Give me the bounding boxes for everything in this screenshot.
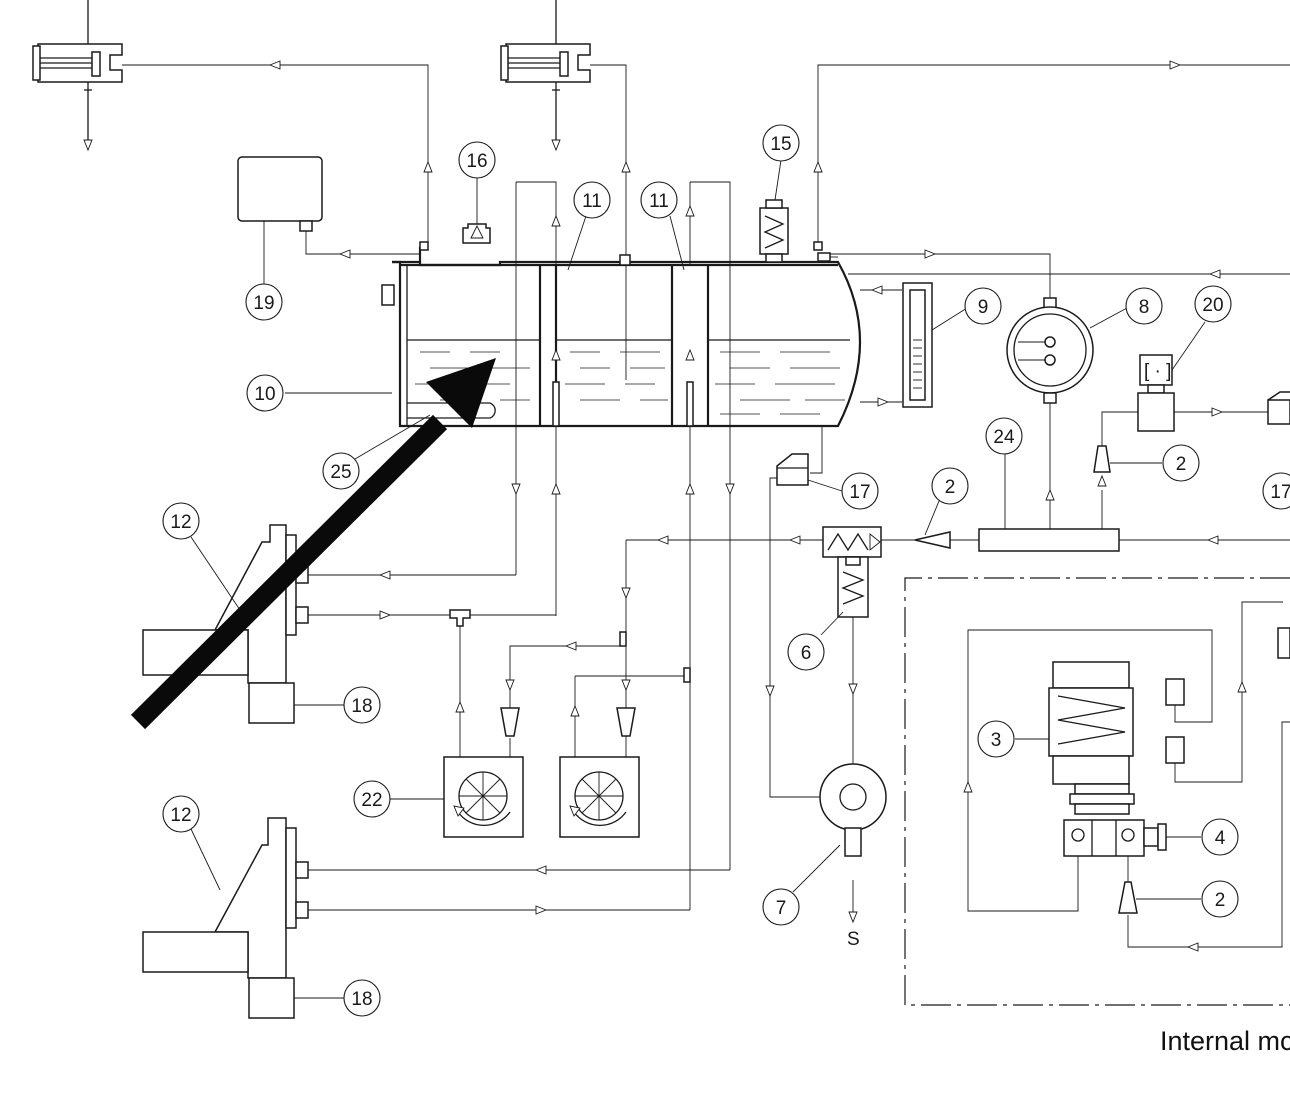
callout-4: 4 [1201, 818, 1239, 856]
callout-2-lower: 2 [1201, 880, 1239, 918]
svg-text:16: 16 [466, 151, 487, 172]
component-22-heat-exchanger [443, 756, 640, 838]
callout-2-upper: 2 [1162, 444, 1200, 482]
svg-text:2: 2 [1215, 890, 1226, 911]
svg-text:25: 25 [330, 462, 351, 483]
internal-module [904, 577, 1290, 1006]
callout-11-right: 11 [640, 181, 678, 219]
svg-text:17: 17 [1270, 482, 1290, 503]
callout-8: 8 [1125, 287, 1163, 325]
svg-text:12: 12 [170, 512, 191, 533]
callout-2-middle: 2 [931, 467, 969, 505]
internal-module-caption: Internal mc [1160, 1026, 1290, 1056]
svg-text:15: 15 [770, 134, 791, 155]
callout-10: 10 [246, 374, 284, 412]
component-19-box [237, 156, 323, 290]
highlight-arrow [130, 358, 496, 730]
component-8-pressure-gauge [1006, 297, 1094, 529]
component-17-valve [765, 453, 820, 798]
svg-text:11: 11 [582, 191, 602, 212]
svg-text:19: 19 [253, 293, 274, 314]
svg-text:10: 10 [254, 384, 275, 405]
svg-text:4: 4 [1215, 828, 1226, 849]
cylinder-middle [500, 0, 591, 152]
svg-text:18: 18 [351, 696, 372, 717]
callout-6: 6 [787, 633, 825, 671]
component-20-solenoid: [ · ] [1101, 354, 1290, 470]
component-6-filter [626, 526, 915, 772]
component-15-relief-valve [759, 199, 789, 263]
callout-16: 16 [458, 141, 496, 179]
svg-text:12: 12 [170, 805, 191, 826]
callout-7: 7 [762, 888, 800, 926]
svg-text:2: 2 [1176, 454, 1187, 475]
svg-text:24: 24 [993, 427, 1015, 448]
svg-text:20: 20 [1202, 295, 1223, 316]
callout-18-lower: 18 [343, 979, 381, 1017]
callout-17: 17 [841, 472, 879, 510]
svg-text:9: 9 [978, 297, 989, 318]
cylinder-left [32, 0, 123, 152]
callout-12-upper: 12 [162, 502, 200, 540]
svg-text:11: 11 [649, 191, 669, 212]
component-7-pump: S [819, 763, 887, 950]
callout-leaders [190, 159, 1206, 999]
callout-18-upper: 18 [343, 686, 381, 724]
svg-text:6: 6 [801, 643, 812, 664]
svg-text:17: 17 [849, 482, 870, 503]
callout-11-left: 11 [573, 181, 611, 219]
component-9-level-gauge [902, 282, 933, 408]
callout-22: 22 [353, 780, 391, 818]
callout-3: 3 [977, 720, 1015, 758]
callout-15: 15 [762, 124, 800, 162]
drain-label-s: S [847, 929, 860, 950]
callout-19: 19 [245, 283, 283, 321]
main-tank [381, 223, 862, 428]
svg-text:[ · ]: [ · ] [1144, 361, 1171, 382]
callout-9: 9 [964, 287, 1002, 325]
callout-20: 20 [1194, 285, 1232, 323]
top-piping [122, 60, 1290, 380]
callout-17-right: 17 [1262, 472, 1290, 510]
component-12-actuator-lower [142, 817, 730, 1019]
svg-text:18: 18 [351, 989, 372, 1010]
svg-text:3: 3 [991, 730, 1002, 751]
svg-text:22: 22 [361, 790, 382, 811]
component-24-manifold [914, 445, 1290, 552]
tank-piping [305, 181, 1290, 910]
svg-text:8: 8 [1139, 297, 1150, 318]
callout-24: 24 [985, 417, 1023, 455]
callout-25: 25 [322, 452, 360, 490]
exchanger-piping [455, 540, 691, 757]
svg-text:7: 7 [776, 898, 787, 919]
callout-12-lower: 12 [162, 795, 200, 833]
svg-text:2: 2 [945, 477, 956, 498]
